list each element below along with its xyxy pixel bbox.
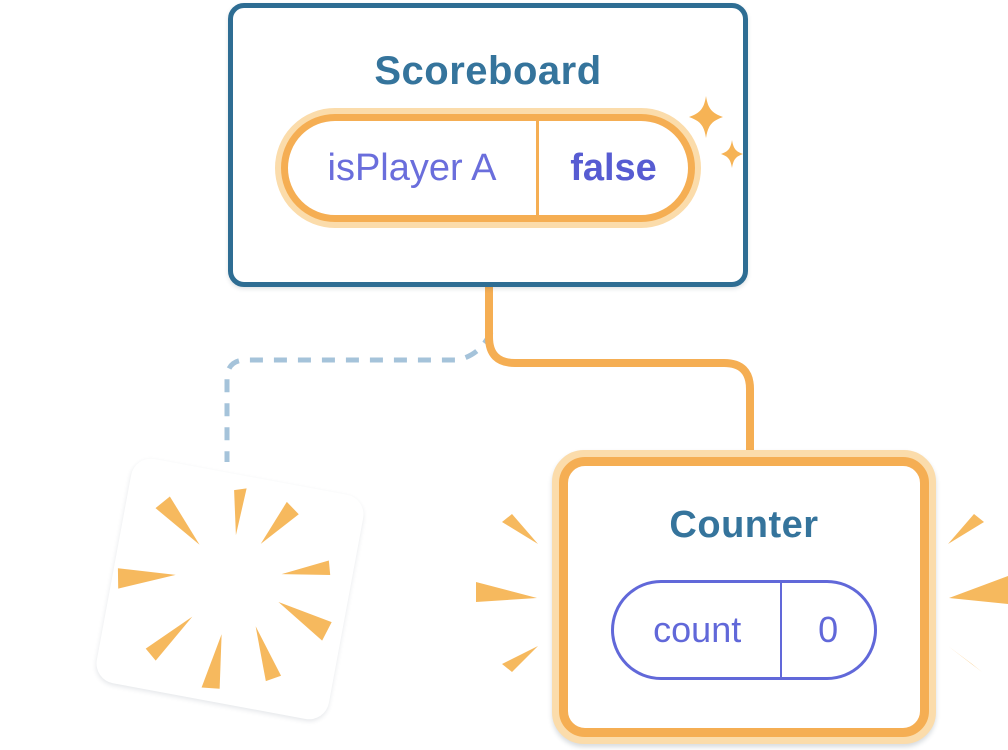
sparkles-icon <box>689 96 743 168</box>
counter-title: Counter <box>669 504 819 546</box>
scoreboard-state-pill: isPlayer A false <box>275 108 701 228</box>
state-name-label: count <box>653 608 742 650</box>
solid-connector-line <box>485 283 754 460</box>
scoreboard-title: Scoreboard <box>374 49 602 93</box>
emphasis-rays-right-icon <box>948 514 1008 672</box>
destroyed-component-card <box>93 455 367 723</box>
scoreboard-state-pill-inner: isPlayer A false <box>281 114 695 222</box>
counter-component-card: Counter count 0 <box>552 450 936 744</box>
emphasis-rays-left-icon <box>476 514 538 672</box>
poof-burst-icon <box>117 488 332 689</box>
counter-card-inner: Counter count 0 <box>559 457 929 737</box>
pill-divider <box>536 121 539 215</box>
pill-divider <box>780 582 783 677</box>
state-name-label: isPlayer A <box>327 146 497 189</box>
state-value-label: 0 <box>818 608 839 650</box>
state-value-label: false <box>570 146 657 189</box>
scoreboard-component-card: Scoreboard isPlayer A false <box>228 3 748 287</box>
counter-state-pill: count 0 <box>611 579 877 680</box>
dashed-connector-line <box>224 330 494 462</box>
